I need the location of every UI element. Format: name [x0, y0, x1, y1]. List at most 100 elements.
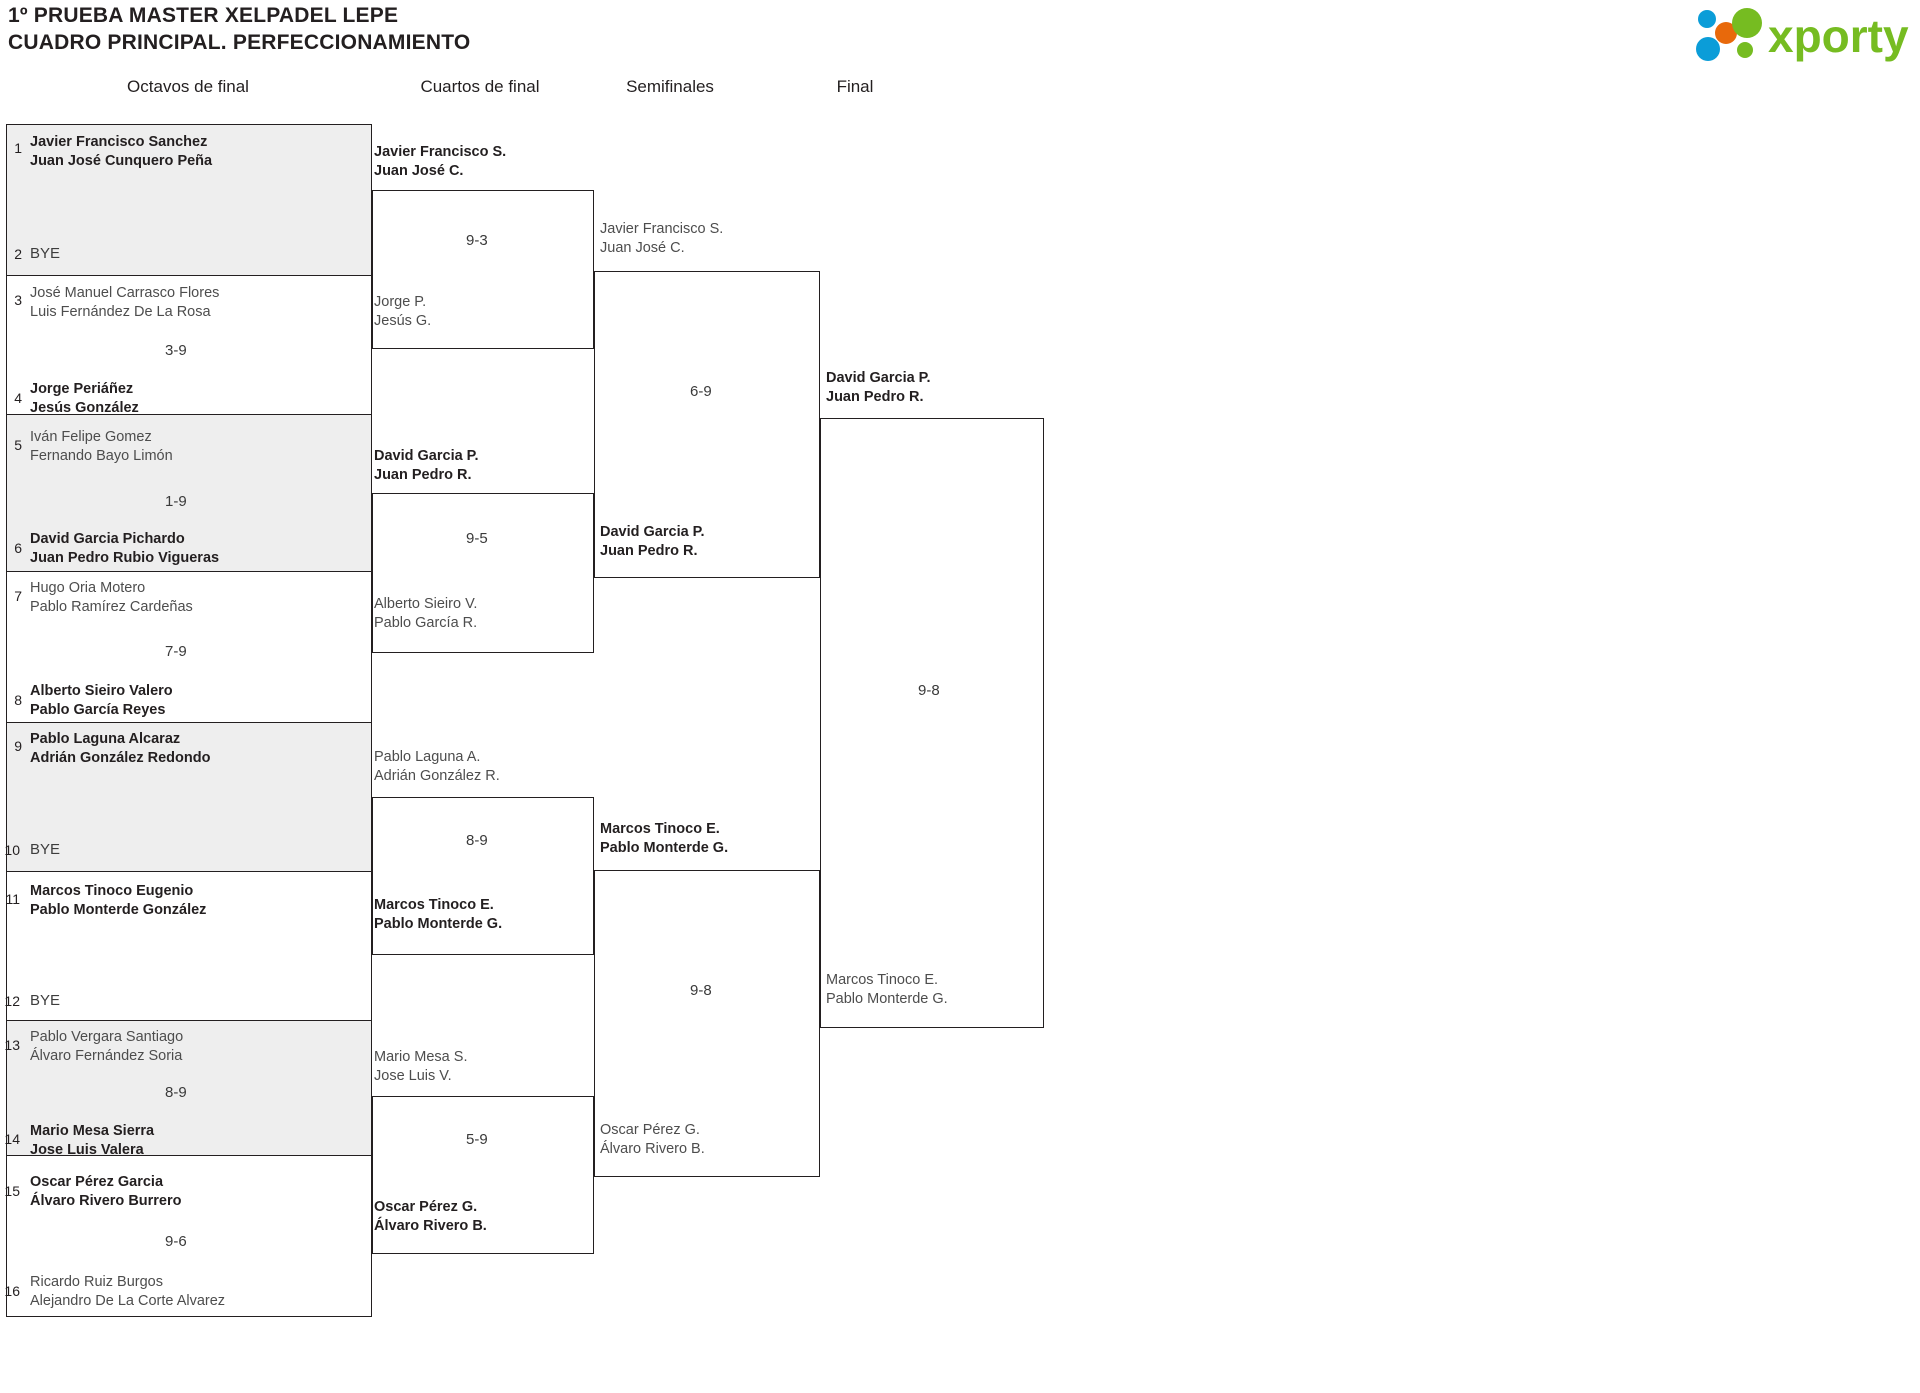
r2-m1-top-p1: Javier Francisco S. — [374, 144, 507, 160]
r1-seed-12: 12 — [4, 993, 20, 1009]
r2-m4-bot-p2: Álvaro Rivero B. — [374, 1218, 487, 1234]
r1-seed-7: 7 — [14, 588, 22, 604]
r1-match-4[interactable] — [6, 571, 372, 723]
page-title: 1º PRUEBA MASTER XELPADEL LEPE CUADRO PR… — [8, 2, 470, 56]
r2-m4-top-p1: Mario Mesa S. — [374, 1049, 468, 1065]
r3-m1-bot-p2: Juan Pedro R. — [600, 543, 698, 559]
r1-match-2[interactable] — [6, 275, 372, 415]
r2-m3-score: 8-9 — [466, 832, 488, 849]
r3-m2-score: 9-8 — [690, 982, 712, 999]
r3-match-box-2[interactable] — [594, 870, 820, 1177]
r1-team-7-p2: Pablo Ramírez Cardeñas — [30, 599, 193, 615]
r1-team-8-p1: Alberto Sieiro Valero — [30, 683, 173, 699]
r1-score-8: 9-6 — [165, 1233, 187, 1250]
r1-team-4-p2: Jesús González — [30, 400, 139, 416]
r2-m2-score: 9-5 — [466, 530, 488, 547]
r1-seed-9: 9 — [14, 738, 22, 754]
r1-seed-10: 10 — [4, 842, 20, 858]
r1-team-11-p2: Pablo Monterde González — [30, 902, 207, 918]
r1-match-5[interactable] — [6, 722, 372, 872]
r2-m4-score: 5-9 — [466, 1131, 488, 1148]
r2-m2-top-p2: Juan Pedro R. — [374, 467, 472, 483]
r3-m1-score: 6-9 — [690, 383, 712, 400]
xporty-logo-svg: xporty — [1696, 8, 1909, 62]
title-line-2: CUADRO PRINCIPAL. PERFECCIONAMIENTO — [8, 31, 471, 54]
r1-team-8-p2: Pablo García Reyes — [30, 702, 166, 718]
r2-m1-score: 9-3 — [466, 232, 488, 249]
r1-team-9-p2: Adrián González Redondo — [30, 750, 211, 766]
r1-team-7-p1: Hugo Oria Motero — [30, 580, 146, 596]
r2-m2-top-p1: David Garcia P. — [374, 448, 479, 464]
r2-m3-bot-p1: Marcos Tinoco E. — [374, 897, 494, 913]
r1-team-9-p1: Pablo Laguna Alcaraz — [30, 731, 181, 747]
r3-m1-bot-p1: David Garcia P. — [600, 524, 705, 540]
r1-score-2: 3-9 — [165, 342, 187, 359]
r2-m1-bot-p1: Jorge P. — [374, 294, 427, 310]
r2-match-box-4[interactable] — [372, 1096, 594, 1254]
r1-seed-5: 5 — [14, 437, 22, 453]
r1-team-11-p1: Marcos Tinoco Eugenio — [30, 883, 194, 899]
r1-seed-16: 16 — [4, 1283, 20, 1299]
r3-match-box-1[interactable] — [594, 271, 820, 578]
r1-team-16-p1: Ricardo Ruiz Burgos — [30, 1274, 163, 1290]
r1-seed-14: 14 — [4, 1131, 20, 1147]
round-header-cuartos: Cuartos de final — [420, 77, 540, 96]
r1-team-14-p1: Mario Mesa Sierra — [30, 1123, 155, 1139]
r2-m3-bot-p2: Pablo Monterde G. — [374, 916, 503, 932]
r1-team-4-p1: Jorge Periáñez — [30, 381, 134, 397]
r3-m1-top-p1: Javier Francisco S. — [600, 221, 724, 237]
r2-m2-bot-p2: Pablo García R. — [374, 615, 478, 631]
r1-match-7[interactable] — [6, 1020, 372, 1156]
r1-bye-12: BYE — [30, 992, 61, 1009]
r4-bot-p1: Marcos Tinoco E. — [826, 972, 939, 988]
r4-top-p1: David Garcia P. — [826, 370, 931, 386]
xporty-logo: xporty — [1690, 6, 1910, 62]
round-header-final: Final — [836, 77, 874, 96]
logo-dot-green-small — [1737, 42, 1753, 58]
r1-match-8[interactable] — [6, 1155, 372, 1317]
r1-team-5-p2: Fernando Bayo Limón — [30, 448, 173, 464]
r3-m2-top-p1: Marcos Tinoco E. — [600, 821, 720, 837]
r1-match-3[interactable] — [6, 414, 372, 572]
r2-match-box-1[interactable] — [372, 190, 594, 349]
r1-match-6[interactable] — [6, 871, 372, 1021]
r4-match-box[interactable] — [820, 418, 1044, 1028]
r2-m3-top-p1: Pablo Laguna A. — [374, 749, 481, 765]
logo-dot-orange — [1715, 22, 1737, 44]
r1-score-3: 1-9 — [165, 493, 187, 510]
title-line-1: 1º PRUEBA MASTER XELPADEL LEPE — [8, 4, 399, 27]
r1-team-5-p1: Iván Felipe Gomez — [30, 429, 152, 445]
r3-m1-top-p2: Juan José C. — [600, 240, 685, 256]
r1-seed-8: 8 — [14, 692, 22, 708]
r1-team-6-p2: Juan Pedro Rubio Vigueras — [30, 550, 220, 566]
r1-team-13-p2: Álvaro Fernández Soria — [30, 1048, 183, 1064]
logo-dot-green-large — [1732, 8, 1762, 38]
logo-wordmark: xporty — [1768, 10, 1909, 62]
r2-m2-bot-p1: Alberto Sieiro V. — [374, 596, 478, 612]
r2-m1-bot-p2: Jesús G. — [374, 313, 432, 329]
r1-seed-2: 2 — [14, 246, 22, 262]
r2-match-box-3[interactable] — [372, 797, 594, 955]
r1-team-15-p1: Oscar Pérez Garcia — [30, 1174, 164, 1190]
r2-m4-bot-p1: Oscar Pérez G. — [374, 1199, 478, 1215]
r4-score: 9-8 — [918, 682, 940, 699]
r1-team-6-p1: David Garcia Pichardo — [30, 531, 185, 547]
r1-team-15-p2: Álvaro Rivero Burrero — [30, 1193, 182, 1209]
r1-team-1-p1: Javier Francisco Sanchez — [30, 134, 208, 150]
r1-team-16-p2: Alejandro De La Corte Alvarez — [30, 1293, 226, 1309]
logo-dot-blue-small — [1698, 10, 1716, 28]
r3-m2-bot-p1: Oscar Pérez G. — [600, 1122, 700, 1138]
r2-m4-top-p2: Jose Luis V. — [374, 1068, 452, 1084]
r1-match-1[interactable] — [6, 124, 372, 276]
r1-seed-15: 15 — [4, 1183, 20, 1199]
r1-team-1-p2: Juan José Cunquero Peña — [30, 153, 213, 169]
r3-m2-top-p2: Pablo Monterde G. — [600, 840, 729, 856]
r1-team-13-p1: Pablo Vergara Santiago — [30, 1029, 184, 1045]
r3-m2-bot-p2: Álvaro Rivero B. — [600, 1141, 705, 1157]
r4-top-p2: Juan Pedro R. — [826, 389, 924, 405]
r1-bye-10: BYE — [30, 841, 61, 858]
r2-m1-top-p2: Juan José C. — [374, 163, 464, 179]
r1-bye-2: BYE — [30, 245, 61, 262]
r1-seed-3: 3 — [14, 292, 22, 308]
r2-match-box-2[interactable] — [372, 493, 594, 653]
